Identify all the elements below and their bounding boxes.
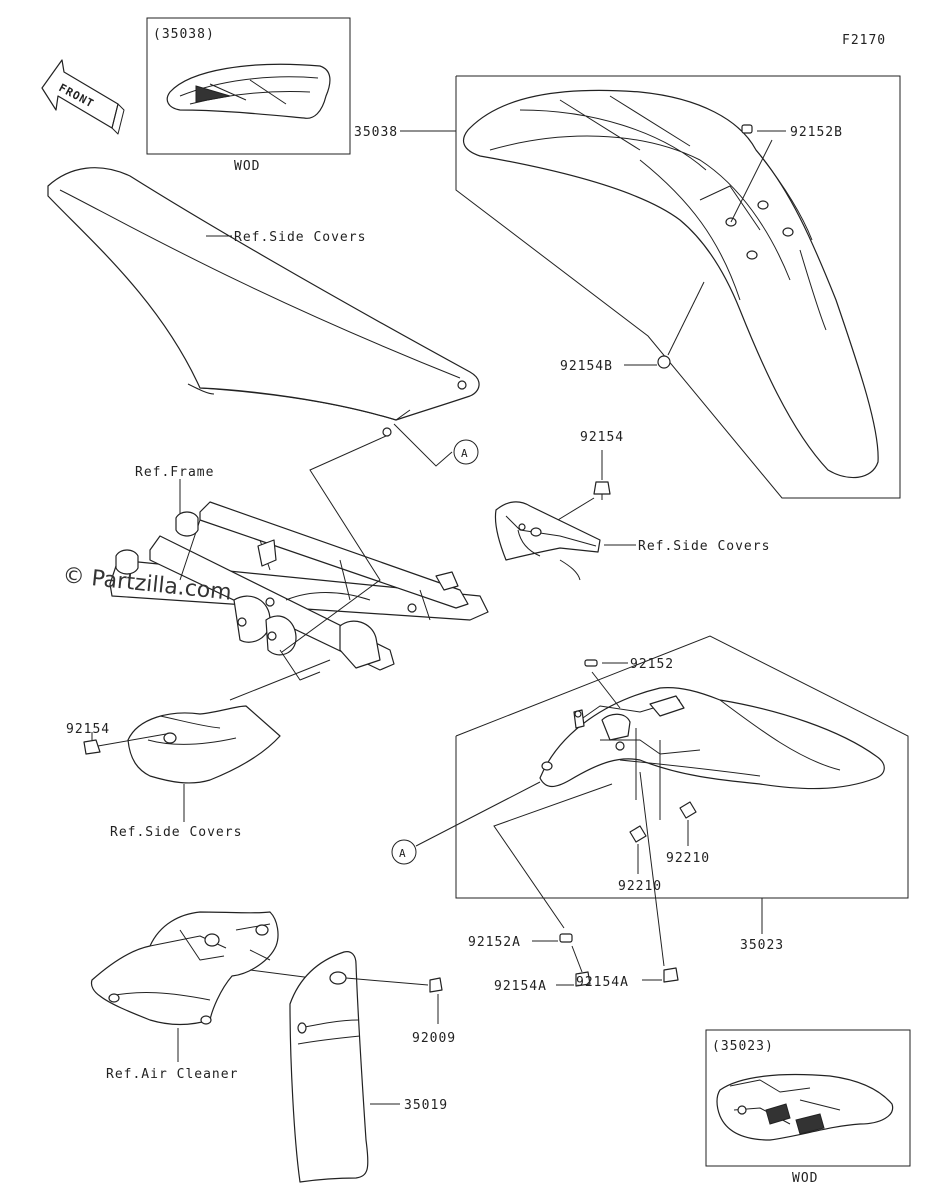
marker-a-bottom: A — [391, 781, 541, 865]
callout-bolt-bottom-1: 92154A — [494, 979, 547, 994]
inset-rear-fender: (35023) WOD — [705, 1029, 911, 1186]
bolt-92154a-1: 92154A — [494, 945, 591, 994]
front-arrow-icon: FRONT — [41, 59, 125, 135]
inset-front-caption: WOD — [234, 159, 260, 174]
collar-92152: 92152 — [584, 657, 674, 709]
callout-rear-collar: 92152 — [630, 657, 674, 672]
side-cover-right — [494, 501, 601, 581]
rear-fender-group-outline — [455, 635, 909, 899]
callout-bolt-left: 92154 — [66, 722, 110, 737]
callout-screw: 92009 — [412, 1031, 456, 1046]
callout-rear-nut-2: 92210 — [618, 879, 662, 894]
inset-front-code: (35038) — [153, 27, 215, 42]
inset-rear-caption: WOD — [792, 1171, 818, 1186]
callout-front-fender: 35038 — [354, 125, 398, 140]
rear-fender — [539, 687, 885, 820]
front-fender-group-outline — [455, 75, 901, 499]
callout-air-cleaner-ref: Ref.Air Cleaner — [106, 1067, 238, 1082]
seat — [47, 167, 480, 437]
marker-a-top: A — [393, 423, 479, 467]
nut-92152b: 92152B — [730, 124, 843, 223]
callout-rear-nut-1: 92210 — [666, 851, 710, 866]
callout-frame-ref: Ref.Frame — [135, 465, 214, 480]
marker-a-top-label: A — [461, 447, 469, 460]
callout-rear-fender: 35023 — [740, 938, 784, 953]
front-fender — [462, 89, 879, 479]
side-cover-left — [127, 705, 281, 784]
bolt-92154a-2: 92154A — [576, 967, 679, 990]
mud-flap — [289, 951, 369, 1183]
bolt-92154-upper: 92154 — [547, 430, 624, 527]
inset-rear-code: (35023) — [712, 1039, 774, 1054]
callout-side-covers-left: Ref.Side Covers — [110, 825, 242, 840]
callout-seat-ref: Ref.Side Covers — [234, 230, 366, 245]
callout-front-bolt: 92154B — [560, 359, 613, 374]
figure-code: F2170 — [842, 33, 886, 48]
callout-side-covers-right: Ref.Side Covers — [638, 539, 770, 554]
callout-collar-bottom: 92152A — [468, 935, 521, 950]
callout-bolt-upper: 92154 — [580, 430, 624, 445]
frame — [109, 501, 489, 681]
air-cleaner-housing — [90, 911, 279, 1026]
bolt-92154b: 92154B — [560, 281, 705, 374]
nut-92210-right: 92210 — [666, 801, 710, 866]
screw-92009: 92009 — [345, 977, 456, 1046]
inset-front-fender: (35038) WOD — [146, 17, 351, 174]
collar-92152a: 92152A — [468, 933, 573, 950]
nut-92210-left: 92210 — [618, 825, 662, 894]
callout-front-nut: 92152B — [790, 125, 843, 140]
bolt-92154-left: 92154 — [66, 722, 167, 755]
callout-bolt-bottom-2: 92154A — [576, 975, 629, 990]
callout-mud-flap: 35019 — [404, 1098, 448, 1113]
marker-a-bottom-label: A — [399, 847, 407, 860]
